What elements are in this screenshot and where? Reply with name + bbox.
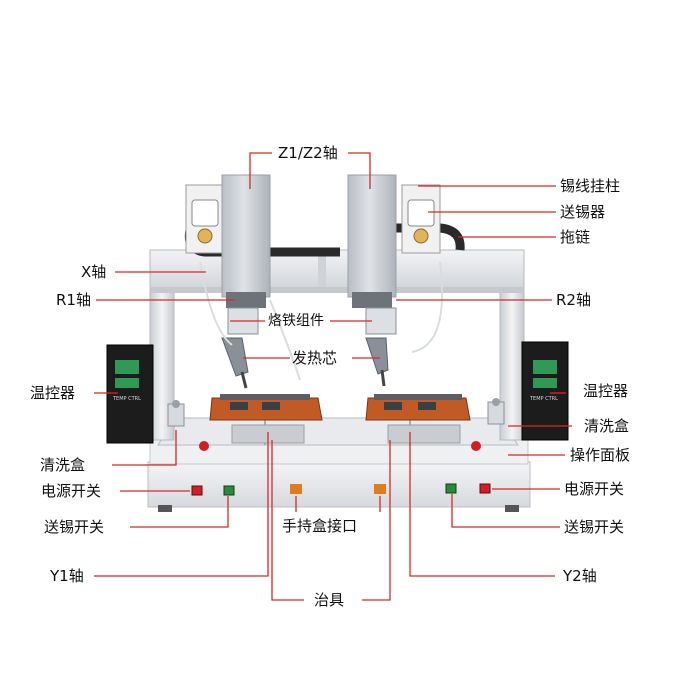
label-handheld-port: 手持盒接口 — [282, 517, 358, 535]
label-operation-panel: 操作面板 — [570, 446, 631, 464]
cleaning-box-right-graphic — [487, 398, 505, 425]
temp-controller-left-graphic: TEMP CTRL — [106, 344, 154, 444]
label-heating-core: 发热芯 — [292, 349, 338, 367]
power-switch-right — [479, 483, 491, 494]
label-y1-axis: Y1轴 — [50, 567, 84, 585]
label-clean-box-left: 清洗盒 — [40, 456, 86, 474]
label-feed-switch-left: 送锡开关 — [44, 518, 105, 536]
label-power-switch-right: 电源开关 — [564, 480, 625, 498]
label-drag-chain: 拖链 — [560, 228, 591, 246]
tin-feeder-right-graphic — [401, 184, 441, 254]
fixture-right-graphic — [365, 394, 471, 421]
feed-switch-right — [445, 483, 457, 494]
label-y2-axis: Y2轴 — [563, 567, 597, 585]
label-r2-axis: R2轴 — [556, 291, 591, 309]
air-tubes — [199, 261, 444, 381]
fixture-left-graphic — [209, 394, 323, 421]
label-feed-switch-right: 送锡开关 — [564, 518, 625, 536]
temp-controller-right-graphic: TEMP CTRL — [521, 341, 569, 441]
label-temp-controller-right: 温控器 — [583, 382, 629, 400]
emergency-stop-left — [199, 441, 209, 451]
label-r1-axis: R1轴 — [56, 291, 91, 309]
handheld-port-left — [290, 484, 302, 494]
worktable — [157, 417, 519, 446]
soldering-iron-right — [365, 307, 397, 387]
soldering-iron-left — [221, 307, 259, 389]
z-axis-modules — [221, 174, 397, 308]
label-temp-controller-left: 温控器 — [30, 384, 76, 402]
label-iron-assembly: 烙铁组件 — [268, 313, 324, 329]
emergency-stop-right — [471, 441, 481, 451]
power-switch-left — [191, 485, 203, 496]
cleaning-box-left-graphic — [167, 400, 185, 427]
label-wire-post: 锡线挂柱 — [560, 177, 621, 195]
leader-lines — [94, 152, 572, 601]
label-clean-box-right: 清洗盒 — [584, 417, 630, 435]
tin-feeder-left-graphic — [185, 184, 225, 254]
label-z-axis: Z1/Z2轴 — [278, 144, 338, 162]
label-x-axis: X轴 — [81, 263, 107, 281]
svg-text:TEMP CTRL: TEMP CTRL — [529, 396, 558, 402]
feed-switch-left — [223, 485, 235, 496]
handheld-port-right — [374, 484, 386, 494]
label-tin-feeder: 送锡器 — [560, 203, 606, 221]
label-power-switch-left: 电源开关 — [41, 482, 102, 500]
label-fixture: 治具 — [314, 591, 345, 609]
svg-text:TEMP CTRL: TEMP CTRL — [112, 396, 141, 402]
